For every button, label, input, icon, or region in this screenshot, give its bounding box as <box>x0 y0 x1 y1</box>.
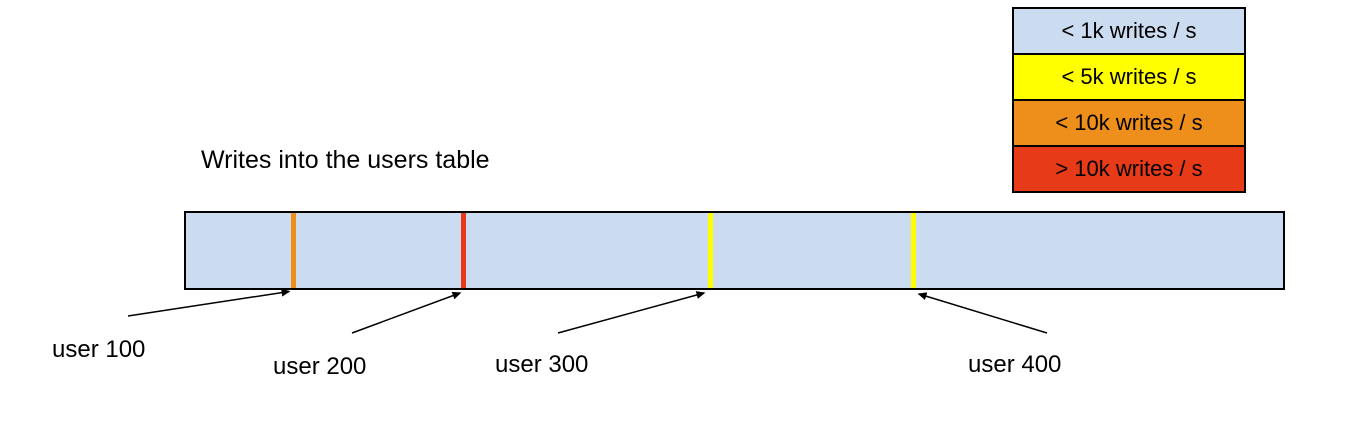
users-table-bar <box>184 211 1285 290</box>
legend-item-lt-10k: < 10k writes / s <box>1012 99 1246 147</box>
arrow-user-400 <box>917 292 1048 334</box>
arrow-user-300 <box>557 291 706 334</box>
hotspot-tick-user-200 <box>461 213 466 288</box>
label-user-200: user 200 <box>273 353 367 380</box>
legend-item-label: < 10k writes / s <box>1055 110 1203 135</box>
arrow-user-200 <box>351 291 462 334</box>
label-user-100: user 100 <box>52 336 146 363</box>
hotspot-tick-user-300 <box>708 213 713 288</box>
label-user-300: user 300 <box>495 351 589 378</box>
write-rate-legend: < 1k writes / s < 5k writes / s < 10k wr… <box>1012 7 1246 193</box>
legend-item-label: < 5k writes / s <box>1061 64 1197 89</box>
legend-item-lt-1k: < 1k writes / s <box>1012 7 1246 55</box>
diagram-title: Writes into the users table <box>201 146 490 174</box>
legend-item-label: < 1k writes / s <box>1061 18 1197 43</box>
legend-item-label: > 10k writes / s <box>1055 156 1203 181</box>
arrow-user-100 <box>127 288 291 317</box>
legend-item-lt-5k: < 5k writes / s <box>1012 53 1246 101</box>
label-user-400: user 400 <box>968 351 1062 378</box>
hotspot-tick-user-400 <box>911 213 916 288</box>
hotspot-tick-user-100 <box>291 213 296 288</box>
legend-item-gt-10k: > 10k writes / s <box>1012 145 1246 193</box>
